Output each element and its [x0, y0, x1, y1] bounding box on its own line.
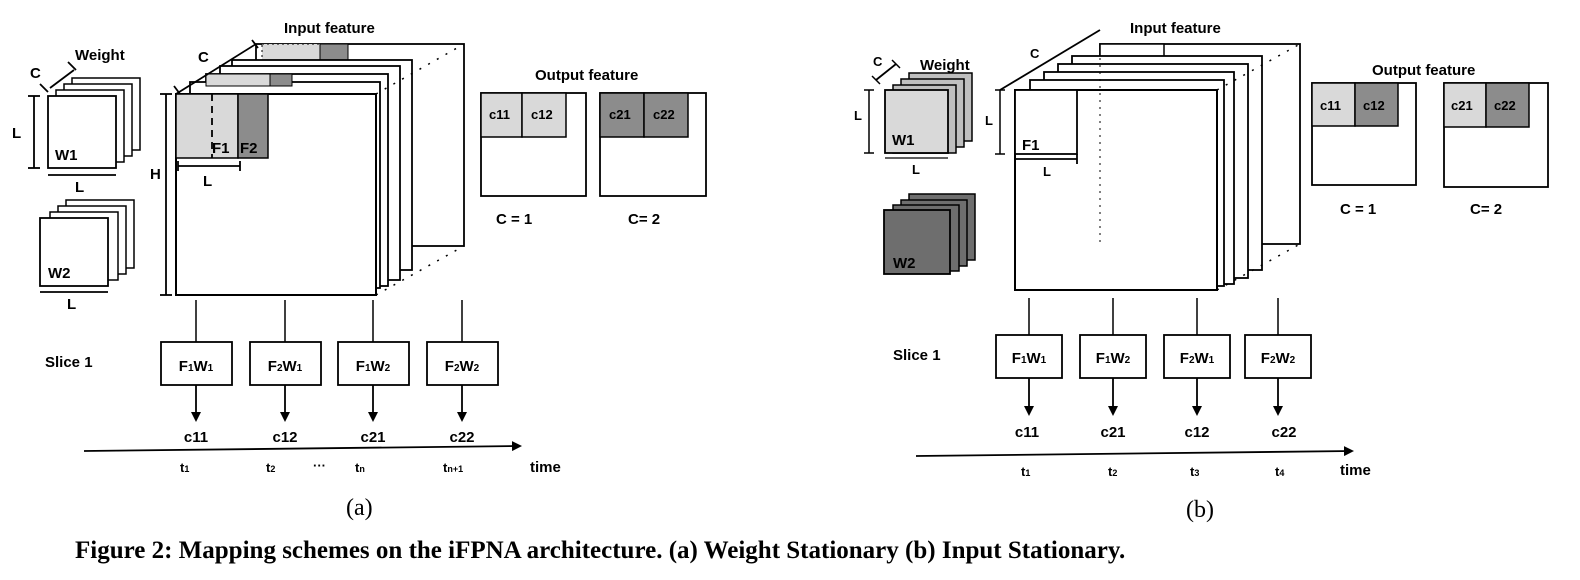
out-c12-label: c12	[1363, 98, 1385, 113]
op-label: F2W2	[1261, 350, 1296, 367]
result-label: c12	[272, 429, 297, 446]
result-label: c12	[1184, 424, 1209, 441]
op-step: F2W1 c12	[1163, 298, 1231, 441]
l-label: L	[854, 108, 862, 123]
time-axis	[83, 441, 522, 452]
op-step: F1W1 c11	[160, 300, 233, 446]
input-feature-label: Input feature	[1130, 20, 1221, 37]
l-label: L	[912, 162, 920, 177]
time-tick: t1	[1021, 464, 1030, 479]
w1-label: W1	[892, 132, 915, 149]
slice-label: Slice 1	[45, 354, 93, 371]
l-label: L	[75, 179, 84, 196]
out-c12-label: c12	[531, 107, 553, 122]
op-label: F2W1	[1180, 350, 1215, 367]
ops-b: F1W1 c11 F1W2 c21 F2W1 c12 F2	[995, 298, 1312, 441]
op-label: F2W2	[445, 358, 480, 375]
panel-b: Weight C L W1 L W2	[854, 20, 1549, 523]
l-label: L	[1043, 164, 1051, 179]
w2-label: W2	[893, 255, 916, 272]
weight-w2-stack	[39, 199, 135, 287]
c-eq-2-label: C= 2	[1470, 201, 1502, 218]
output-feature-label: Output feature	[535, 67, 638, 84]
panel-b-sublabel: (b)	[1186, 497, 1214, 523]
output-map-c2	[1443, 82, 1549, 188]
weight-label: Weight	[920, 57, 970, 74]
weight-w1-stack	[871, 59, 973, 154]
h-label: H	[150, 166, 161, 183]
time-tick: t3	[1190, 464, 1199, 479]
weight-w2-stack	[883, 193, 976, 275]
time-tick: t4	[1275, 464, 1284, 479]
output-map-c1	[1311, 82, 1417, 186]
out-c21-label: c21	[1451, 98, 1473, 113]
ops-a: F1W1 c11 F2W1 c12 F1W2 c21 F2	[160, 300, 499, 446]
l-label: L	[67, 296, 76, 313]
out-c11-label: c11	[489, 107, 510, 122]
op-step: F1W1 c11	[995, 298, 1063, 441]
ellipsis: ···	[313, 458, 326, 473]
panel-a-sublabel: (a)	[346, 495, 373, 521]
out-c22-label: c22	[653, 107, 675, 122]
c-eq-2-label: C= 2	[628, 211, 660, 228]
l-label: L	[12, 125, 21, 142]
input-feature-label: Input feature	[284, 20, 375, 37]
time-axis	[915, 446, 1354, 457]
time-tick: t1	[180, 460, 189, 475]
out-c21-label: c21	[609, 107, 631, 122]
f1-label: F1	[1022, 137, 1040, 154]
op-step: F2W2 c22	[426, 300, 499, 446]
c-eq-1-label: C = 1	[496, 211, 532, 228]
result-label: c21	[1100, 424, 1125, 441]
op-label: F1W1	[179, 358, 214, 375]
result-label: c11	[184, 429, 208, 446]
l-label: L	[203, 173, 212, 190]
w1-label: W1	[55, 147, 78, 164]
op-label: F1W2	[356, 358, 391, 375]
op-step: F2W1 c12	[249, 300, 322, 446]
c-label: C	[1030, 46, 1040, 61]
c-eq-1-label: C = 1	[1340, 201, 1376, 218]
result-label: c11	[1015, 424, 1039, 441]
op-label: F1W1	[1012, 350, 1047, 367]
time-tick: t2	[1108, 464, 1117, 479]
input-feature-stack	[173, 39, 465, 296]
op-step: F1W2 c21	[337, 300, 410, 446]
time-label: time	[1340, 462, 1371, 479]
weight-w1-stack	[39, 61, 141, 169]
l-label: L	[985, 113, 993, 128]
slice-label: Slice 1	[893, 347, 941, 364]
op-label: F1W2	[1096, 350, 1131, 367]
figure-caption: Figure 2: Mapping schemes on the iFPNA a…	[75, 537, 1125, 564]
out-c22-label: c22	[1494, 98, 1516, 113]
c-label: C	[873, 54, 883, 69]
result-label: c21	[360, 429, 385, 446]
c-label: C	[198, 49, 209, 66]
time-tick: t2	[266, 460, 275, 475]
result-label: c22	[1271, 424, 1296, 441]
time-label: time	[530, 459, 561, 476]
c-label: C	[30, 65, 41, 82]
out-c11-label: c11	[1320, 98, 1341, 113]
op-step: F2W2 c22	[1244, 298, 1312, 441]
op-label: F2W1	[268, 358, 303, 375]
op-step: F1W2 c21	[1079, 298, 1147, 441]
output-feature-label: Output feature	[1372, 62, 1475, 79]
f1-label: F1	[212, 140, 230, 157]
time-tick: tn+1	[443, 460, 463, 475]
input-feature-stack	[999, 29, 1301, 291]
output-map-c2	[599, 92, 707, 197]
weight-label: Weight	[75, 47, 125, 64]
time-tick: tn	[355, 460, 365, 475]
w2-label: W2	[48, 265, 71, 282]
f2-label: F2	[240, 140, 258, 157]
panel-a: Weight C L W1 L W2 L	[12, 20, 707, 521]
output-map-c1	[480, 92, 587, 197]
result-label: c22	[449, 429, 474, 446]
